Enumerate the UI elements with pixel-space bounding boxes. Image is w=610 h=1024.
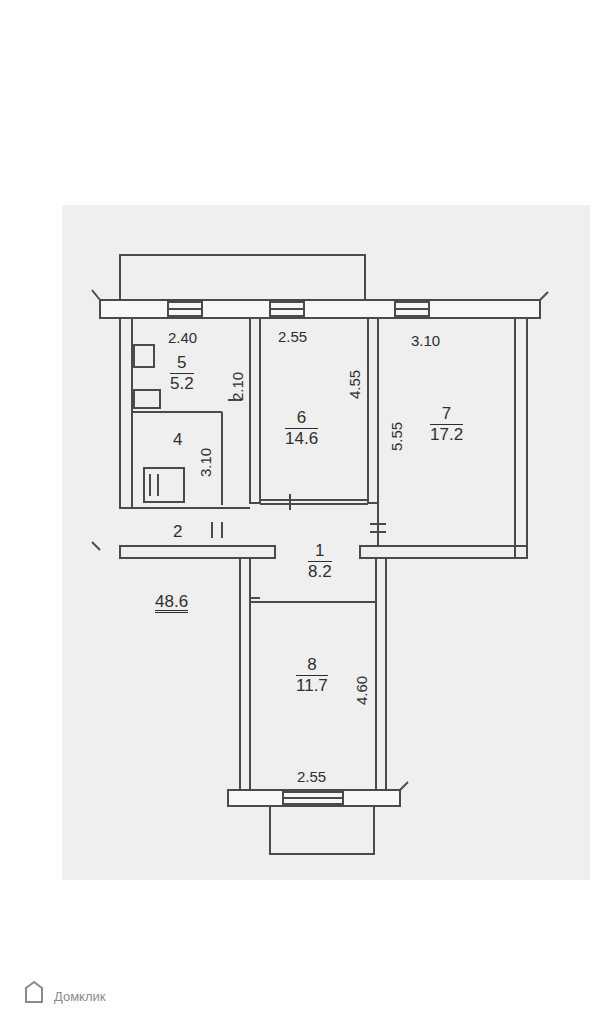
room-number: 8 [296,655,328,676]
scan-ground [62,205,590,880]
outer-wall [120,318,132,508]
stove [134,345,154,367]
watermark: Домклик [54,988,106,1005]
bathtub-detail [149,474,151,496]
balcony [270,806,374,854]
room: 717.2 [426,402,467,447]
room: 4 [169,428,186,452]
room-area: 5.2 [170,374,194,394]
logo-icon [26,982,42,1002]
dimension: 5.55 [388,422,405,451]
room-number: 4 [173,430,182,450]
wall [360,546,527,558]
room-number: 5 [170,353,194,374]
room-area: 17.2 [430,425,463,445]
total-area: 48.6 [155,593,188,613]
window [270,302,304,316]
dimension: 3.10 [197,448,214,477]
room-number: 6 [285,408,318,429]
room: 614.6 [281,406,322,451]
dimension: 4.60 [353,676,370,705]
partition [260,499,368,501]
balcony [120,255,365,300]
window-glass [168,308,202,310]
window [168,302,202,316]
wall-break [92,290,548,300]
door-mark [212,400,386,538]
dimension: 2.55 [278,328,307,345]
room-area: 8.2 [308,562,332,582]
wall-break [400,782,408,790]
window [283,792,343,804]
dimension: 2.10 [229,372,246,401]
outer-wall [100,300,540,318]
room-number: 1 [308,541,332,562]
window-glass [270,308,304,310]
dimension: 4.55 [346,370,363,399]
wall-break [92,542,100,550]
partition [221,412,223,505]
room-area: 14.6 [285,429,318,449]
partition [260,503,368,505]
room-number: 2 [173,522,182,542]
room: 811.7 [292,653,332,698]
window-glass [283,797,343,799]
partition [132,411,222,413]
wall [240,558,250,790]
dimension: 2.55 [297,768,326,785]
window-glass [395,308,429,310]
dimension: 3.10 [411,332,440,349]
bathtub-detail [157,474,159,496]
sink [134,390,160,408]
room-area: 11.7 [296,676,328,696]
wall [120,546,275,558]
room: 55.2 [166,351,198,396]
partition [250,601,376,603]
wall [368,318,378,503]
dimension: 2.40 [168,329,197,346]
outer-wall [515,318,527,558]
room: 18.2 [304,539,336,584]
room-number: 7 [430,404,463,425]
room: 2 [169,520,186,544]
outer-wall [228,790,400,806]
window [395,302,429,316]
partition [132,507,250,509]
wall [250,318,260,503]
bathtub [144,468,184,502]
partition [250,597,260,599]
wall [376,558,386,790]
